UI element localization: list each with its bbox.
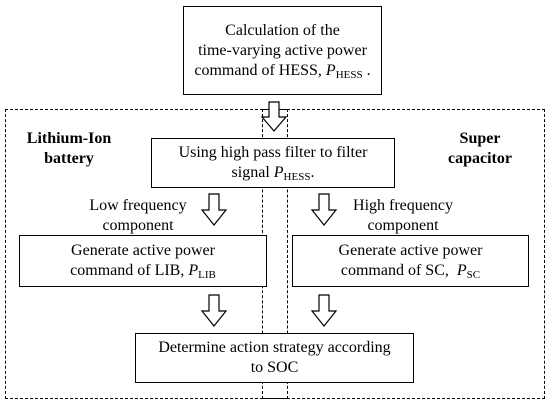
super-capacitor-label-line2: capacitor (448, 150, 512, 167)
high-frequency-line1: High frequency (353, 197, 453, 214)
low-frequency-line2: component (102, 217, 174, 234)
super-capacitor-label-line1: Super (459, 130, 501, 147)
calculation-line3-text: command of HESS, (194, 61, 326, 79)
filter-p-symbol: P (273, 164, 284, 181)
arrow-sc-to-soc (310, 294, 338, 327)
calculation-line2: time-varying active power (198, 41, 367, 59)
p-hess-symbol: P (325, 61, 336, 79)
lithium-ion-label-line2: battery (44, 150, 94, 167)
sc-power-command-box: Generate active power command of SC, PSC (292, 235, 529, 287)
lib-line2-text: command of LIB, (70, 262, 189, 279)
soc-strategy-box: Determine action strategy according to S… (135, 333, 414, 383)
p-lib-subscript: LIB (198, 269, 216, 281)
calculation-line3: command of HESS, PHESS . (194, 61, 370, 81)
high-frequency-label: High frequency component (338, 196, 468, 236)
calculation-line3-suffix: . (362, 61, 371, 79)
soc-line1: Determine action strategy according (158, 339, 391, 356)
arrow-top-to-filter (260, 101, 288, 132)
p-hess-subscript: HESS (335, 68, 363, 81)
arrow-lib-to-soc (200, 294, 228, 327)
sc-line2: command of SC, PSC (341, 261, 480, 281)
p-lib-symbol: P (188, 262, 199, 279)
lithium-ion-label: Lithium-Ion battery (14, 129, 124, 169)
calculation-line1: Calculation of the (225, 21, 340, 39)
filter-line2: signal PHESS. (232, 163, 315, 183)
filter-line1: Using high pass filter to filter (178, 144, 368, 161)
sc-line2-text: command of SC, (340, 262, 457, 279)
arrow-filter-to-lib (200, 193, 228, 226)
lib-line2: command of LIB, PLIB (70, 261, 216, 281)
lithium-ion-region (5, 109, 288, 399)
lib-line1: Generate active power (71, 242, 215, 259)
soc-line2: to SOC (250, 359, 299, 376)
filter-p-subscript: HESS (283, 171, 311, 183)
filter-line2-text: signal (231, 164, 274, 181)
high-pass-filter-box: Using high pass filter to filter signal … (151, 138, 395, 188)
calculation-box: Calculation of the time-varying active p… (183, 6, 382, 95)
sc-line1: Generate active power (338, 242, 483, 259)
p-sc-symbol: P (456, 262, 467, 279)
high-frequency-line2: component (367, 217, 439, 234)
p-sc-subscript: SC (466, 269, 481, 281)
low-frequency-label: Low frequency component (78, 196, 198, 236)
super-capacitor-label: Super capacitor (430, 129, 530, 169)
lib-power-command-box: Generate active power command of LIB, PL… (19, 235, 267, 287)
lithium-ion-label-line1: Lithium-Ion (26, 130, 112, 147)
arrow-filter-to-sc (310, 193, 338, 226)
filter-line2-suffix: . (310, 164, 315, 181)
low-frequency-line1: Low frequency (89, 197, 187, 214)
